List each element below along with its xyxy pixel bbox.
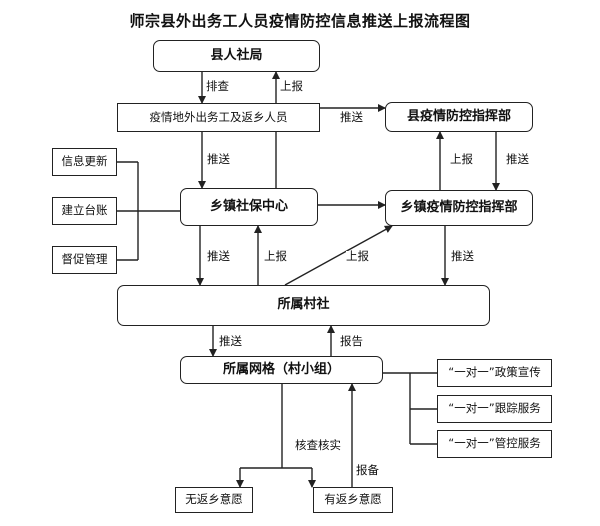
county-hr-node: 县人社局 [153,40,320,72]
label-report-township-hq: 上报 [346,249,369,263]
label-push-township-hq: 推送 [506,152,529,166]
tracking-node: “一对一”跟踪服务 [437,395,552,423]
label-push-grid: 推送 [219,334,242,348]
label-push-county-hq: 推送 [340,110,363,124]
label-push-village-center: 推送 [207,249,230,263]
label-report-grid: 报告 [340,334,363,348]
epidemic-workers-node: 疫情地外出务工及返乡人员 [117,103,320,132]
arrow-report-township-hq [284,225,393,286]
info-update-node: 信息更新 [52,148,117,176]
label-file-report: 报备 [356,463,379,477]
supervise-node: 督促管理 [52,246,117,274]
control-node: “一对一”管控服务 [437,430,552,458]
has-return-node: 有返乡意愿 [313,487,393,513]
township-hq-node: 乡镇疫情防控指挥部 [385,190,533,226]
label-push-center: 推送 [207,152,230,166]
diagram-title: 师宗县外出务工人员疫情防控信息推送上报流程图 [129,12,471,30]
county-hq-node: 县疫情防控指挥部 [385,102,533,132]
label-verify: 核查核实 [295,438,341,452]
label-report-county: 上报 [280,79,303,93]
policy-node: “一对一”政策宣传 [437,359,552,387]
grid-node: 所属网格（村小组） [180,356,383,384]
township-center-node: 乡镇社保中心 [180,188,318,226]
ledger-node: 建立台账 [52,197,117,225]
label-investigate: 排查 [206,79,229,93]
label-push-village-hq: 推送 [451,249,474,263]
no-return-node: 无返乡意愿 [175,487,253,513]
village-node: 所属村社 [117,285,490,326]
label-report-center: 上报 [264,249,287,263]
label-report-county-hq: 上报 [450,152,473,166]
